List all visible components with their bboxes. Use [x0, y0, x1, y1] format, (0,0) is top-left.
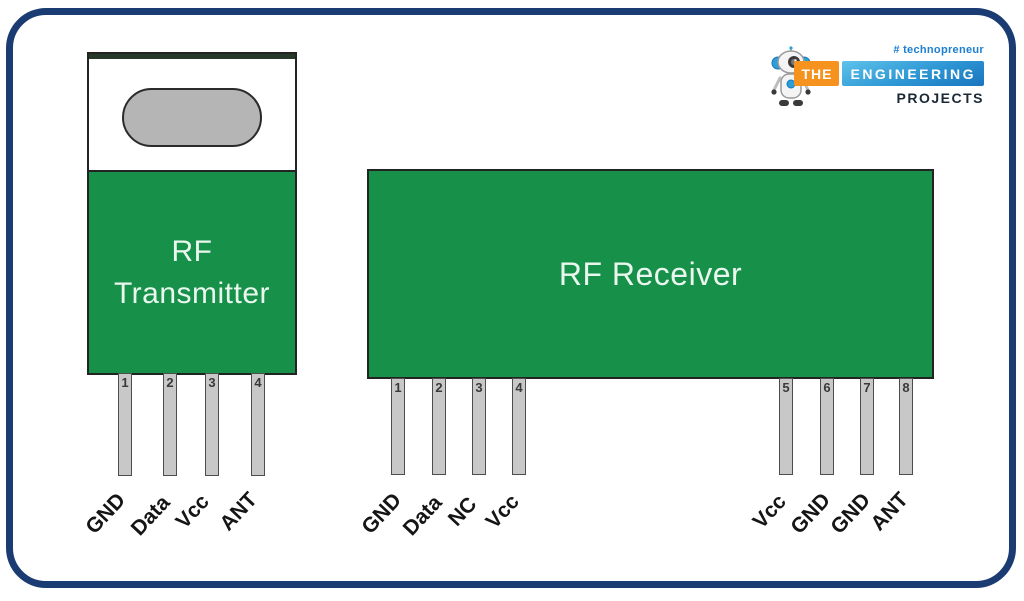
- tx-pin-2: 2: [163, 373, 177, 476]
- tx-pin-4-number: 4: [254, 375, 262, 390]
- logo-wordmark: THE ENGINEERING: [794, 61, 984, 86]
- logo-word-the: THE: [794, 61, 840, 86]
- tx-pin-3: 3: [205, 373, 219, 476]
- rx-pin-4: 4: [512, 378, 526, 475]
- transmitter-title-line2: Transmitter: [113, 276, 271, 310]
- transmitter-title-line1: RF: [171, 234, 213, 268]
- rx-pin-8-number: 8: [902, 380, 910, 395]
- rx-pin-6: 6: [820, 378, 834, 475]
- rf-receiver-module: RF Receiver: [367, 169, 934, 379]
- rx-pin-7-number: 7: [863, 380, 871, 395]
- rx-pin-6-number: 6: [823, 380, 831, 395]
- transmitter-label-area: RF Transmitter: [89, 170, 295, 373]
- rx-pin-3-number: 3: [475, 380, 483, 395]
- rx-pin-8: 8: [899, 378, 913, 475]
- engineering-projects-logo: # technopreneur THE ENGINEERING PROJECTS: [770, 44, 984, 112]
- rx-pin-7: 7: [860, 378, 874, 475]
- tx-pin-4: 4: [251, 373, 265, 476]
- rx-pin-2: 2: [432, 378, 446, 475]
- rx-pin-5: 5: [779, 378, 793, 475]
- tx-pin-2-number: 2: [166, 375, 174, 390]
- tx-pin-1-number: 1: [121, 375, 129, 390]
- rx-pin-3: 3: [472, 378, 486, 475]
- tx-pin-1: 1: [118, 373, 132, 476]
- logo-word-engineering: ENGINEERING: [842, 61, 984, 86]
- rx-pin-2-number: 2: [435, 380, 443, 395]
- receiver-title: RF Receiver: [558, 255, 743, 292]
- transmitter-oscillator-shape: [122, 88, 262, 147]
- rx-pin-1: 1: [391, 378, 405, 475]
- rx-pin-5-number: 5: [782, 380, 790, 395]
- rx-pin-4-number: 4: [515, 380, 523, 395]
- rf-transmitter-module: RF Transmitter: [87, 52, 297, 375]
- logo-hashtag-text: # technopreneur: [893, 44, 984, 56]
- tx-pin-3-number: 3: [208, 375, 216, 390]
- rx-pin-1-number: 1: [394, 380, 402, 395]
- logo-word-projects: PROJECTS: [896, 90, 984, 106]
- transmitter-top-strip: [89, 54, 295, 59]
